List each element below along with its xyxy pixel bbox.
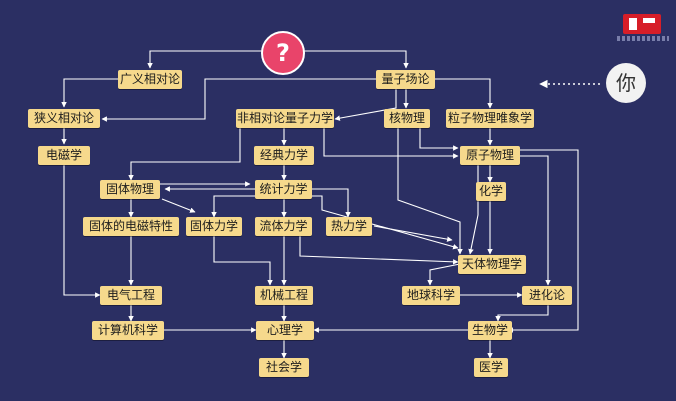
node-quantum-field-theory: 量子场论 — [376, 70, 435, 89]
question-mark-circle: ? — [261, 31, 305, 75]
node-particle-phenomenology: 粒子物理唯象学 — [446, 109, 534, 128]
node-electrical-engineering: 电气工程 — [100, 286, 162, 305]
node-thermodynamics: 热力学 — [326, 217, 372, 236]
node-chemistry: 化学 — [476, 182, 506, 201]
logo-mark-icon — [623, 14, 661, 34]
node-computer-science: 计算机科学 — [92, 321, 164, 340]
node-general-relativity: 广义相对论 — [118, 70, 182, 89]
node-biology: 生物学 — [468, 321, 512, 340]
node-solid-mechanics: 固体力学 — [186, 217, 242, 236]
node-earth-science: 地球科学 — [402, 286, 460, 305]
node-atomic-physics: 原子物理 — [460, 146, 520, 165]
node-special-relativity: 狭义相对论 — [28, 109, 100, 128]
node-statistical-mechanics: 统计力学 — [255, 180, 312, 199]
you-avatar-circle: 你 — [606, 63, 646, 103]
node-mechanical-engineering: 机械工程 — [255, 286, 313, 305]
node-evolution: 进化论 — [522, 286, 572, 305]
node-sociology: 社会学 — [259, 358, 309, 377]
logo — [617, 14, 669, 44]
node-astrophysics: 天体物理学 — [458, 255, 526, 274]
node-solid-em-properties: 固体的电磁特性 — [83, 217, 179, 236]
node-fluid-mechanics: 流体力学 — [255, 217, 312, 236]
node-nuclear-physics: 核物理 — [384, 109, 430, 128]
node-medicine: 医学 — [474, 358, 508, 377]
node-solid-state-physics: 固体物理 — [100, 180, 160, 199]
node-electromagnetism: 电磁学 — [38, 146, 90, 165]
node-nonrelativistic-qm: 非相对论量子力学 — [236, 109, 334, 128]
logo-tagline-icon — [617, 36, 669, 41]
node-classical-mechanics: 经典力学 — [254, 146, 314, 165]
node-psychology: 心理学 — [256, 321, 314, 340]
